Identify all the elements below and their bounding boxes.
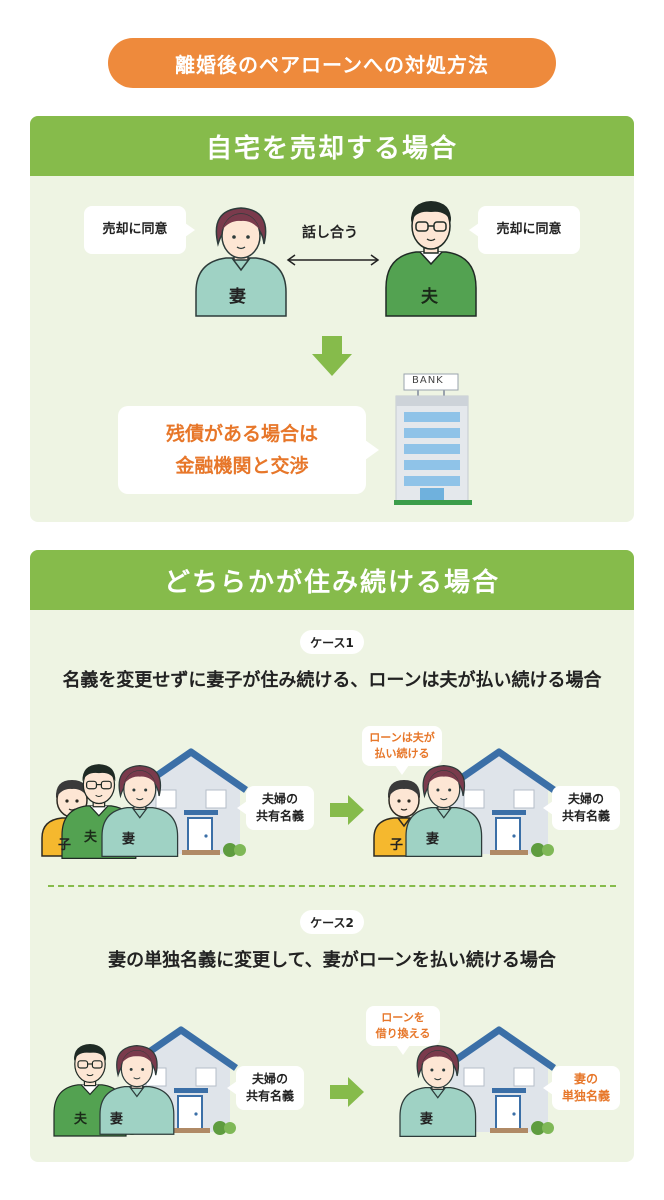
case1-wife-label: 妻	[122, 832, 136, 847]
case2-before-bubble: 夫婦の 共有名義	[227, 1066, 304, 1110]
case1-after-wife-figure	[405, 765, 483, 858]
case2-before-bubble-line1: 夫婦の	[251, 1071, 288, 1086]
case2-after-bubble: 妻の 単独名義	[543, 1066, 620, 1110]
section-sell-home-title: 自宅を売却する場合	[30, 116, 634, 176]
case2-loan-note-line2: 借り換える	[375, 1027, 431, 1040]
case2-husband-label: 夫	[74, 1112, 88, 1127]
section-stay-home-title: どちらかが住み続ける場合	[30, 550, 634, 610]
negotiate-note: 残債がある場合は 金融機関と交渉	[118, 406, 379, 494]
case2-title: 妻の単独名義に変更して、妻がローンを払い続ける場合	[108, 950, 556, 971]
negotiate-note-line2: 金融機関と交渉	[175, 455, 309, 477]
double-arrow	[286, 254, 380, 266]
case1-arrow-icon	[330, 795, 364, 825]
case2-after-wife-figure	[399, 1045, 477, 1138]
case1-child-label: 子	[58, 838, 72, 853]
negotiate-note-line1: 残債がある場合は	[165, 422, 318, 445]
case1-wife-figure	[101, 765, 179, 858]
husband-agree-bubble: 売却に同意	[469, 206, 580, 254]
case2-after-bubble-line1: 妻の	[573, 1071, 598, 1086]
husband-label: 夫	[421, 287, 438, 307]
case1-after-bubble: 夫婦の 共有名義	[543, 786, 620, 830]
case1-after-wife-label: 妻	[426, 832, 440, 847]
case1-after-bubble-line2: 共有名義	[561, 809, 610, 823]
case2-before-bubble-line2: 共有名義	[245, 1089, 294, 1103]
down-arrow-icon	[312, 336, 352, 376]
case1-badge: ケース1	[300, 630, 364, 654]
case2-arrow-icon	[330, 1077, 364, 1107]
case1-before-bubble-line1: 夫婦の	[261, 791, 298, 806]
case1-loan-note-line1: ローンは夫が	[369, 731, 435, 745]
case1-after-bubble-line1: 夫婦の	[567, 791, 604, 806]
case2-loan-note: ローンを 借り換える	[366, 1006, 440, 1055]
case1-before-bubble: 夫婦の 共有名義	[237, 786, 314, 830]
case-divider	[48, 885, 616, 887]
bank-sign: BANK	[412, 375, 444, 386]
case2-badge: ケース2	[300, 910, 364, 934]
wife-agree-bubble: 売却に同意	[84, 206, 195, 254]
wife-label: 妻	[229, 287, 246, 307]
discuss-label: 話し合う	[302, 225, 358, 241]
page-title: 離婚後のペアローンへの対処方法	[108, 38, 556, 88]
bank-building-icon	[394, 373, 472, 505]
case2-after-bubble-line2: 単独名義	[561, 1089, 610, 1103]
case2-after-wife-label: 妻	[420, 1112, 434, 1127]
case1-title: 名義を変更せずに妻子が住み続ける、ローンは夫が払い続ける場合	[62, 670, 602, 691]
case2-wife-label: 妻	[110, 1112, 124, 1127]
case1-loan-note: ローンは夫が 払い続ける	[362, 726, 442, 775]
case1-loan-note-line2: 払い続ける	[374, 747, 430, 760]
case2-loan-note-line1: ローンを	[381, 1011, 425, 1025]
case1-after-child-label: 子	[390, 838, 404, 853]
case1-before-bubble-line2: 共有名義	[255, 809, 304, 823]
case1-husband-label: 夫	[84, 830, 98, 845]
